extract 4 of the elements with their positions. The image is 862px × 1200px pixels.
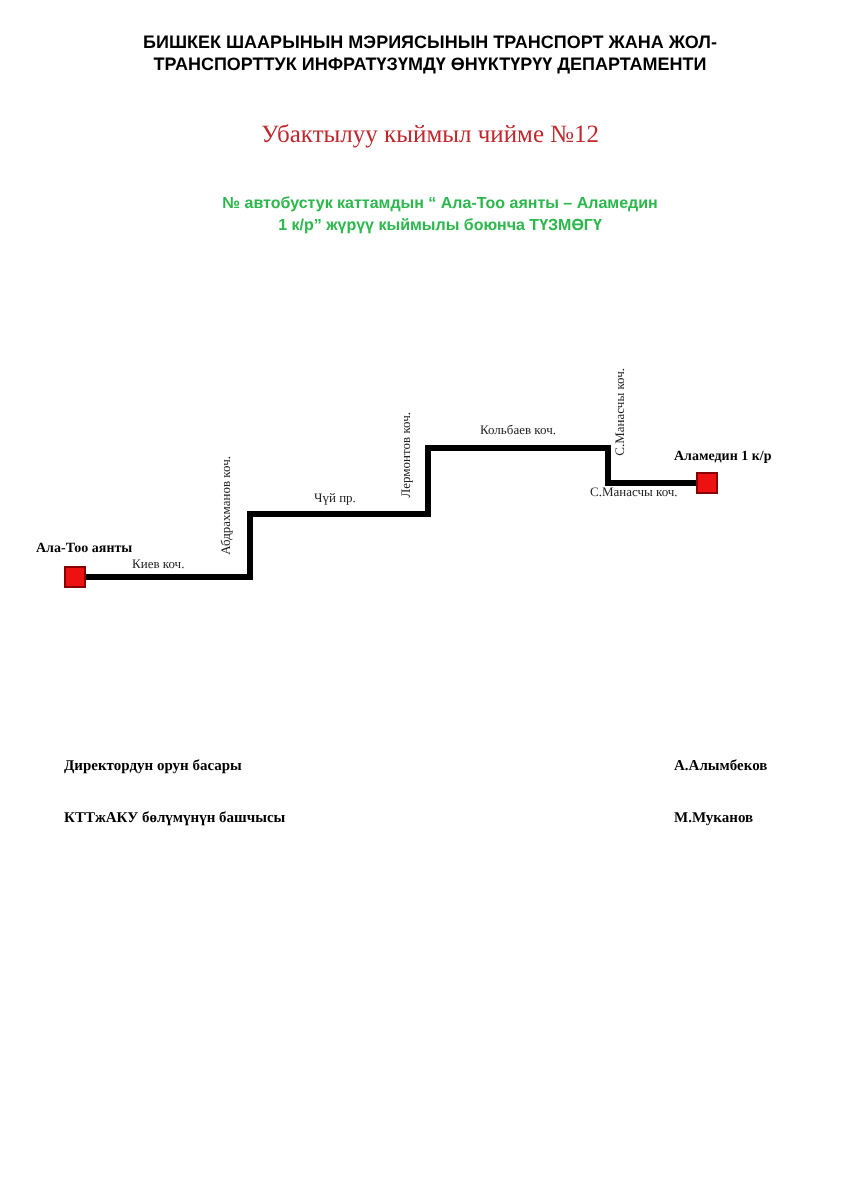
scheme-heading: № автобустук каттамдын “ Ала-Тоо аянты – Аламедин 1 к/р” жүрүү кыймылы боюнча ТҮЗМӨГҮ — [220, 192, 660, 236]
route-line — [86, 445, 696, 580]
department-heading: БИШКЕК ШААРЫНЫН МЭРИЯСЫНЫН ТРАНСПОРТ ЖАНА ЖОЛ-ТРАНСПОРТТУК ИНФРАТҮЗҮМДҮ ӨНҮКТҮРҮҮ ДЕПАРТАМЕНТИ — [141, 32, 719, 76]
document-title: Убактылуу кыймыл чийме №12 — [258, 120, 602, 150]
